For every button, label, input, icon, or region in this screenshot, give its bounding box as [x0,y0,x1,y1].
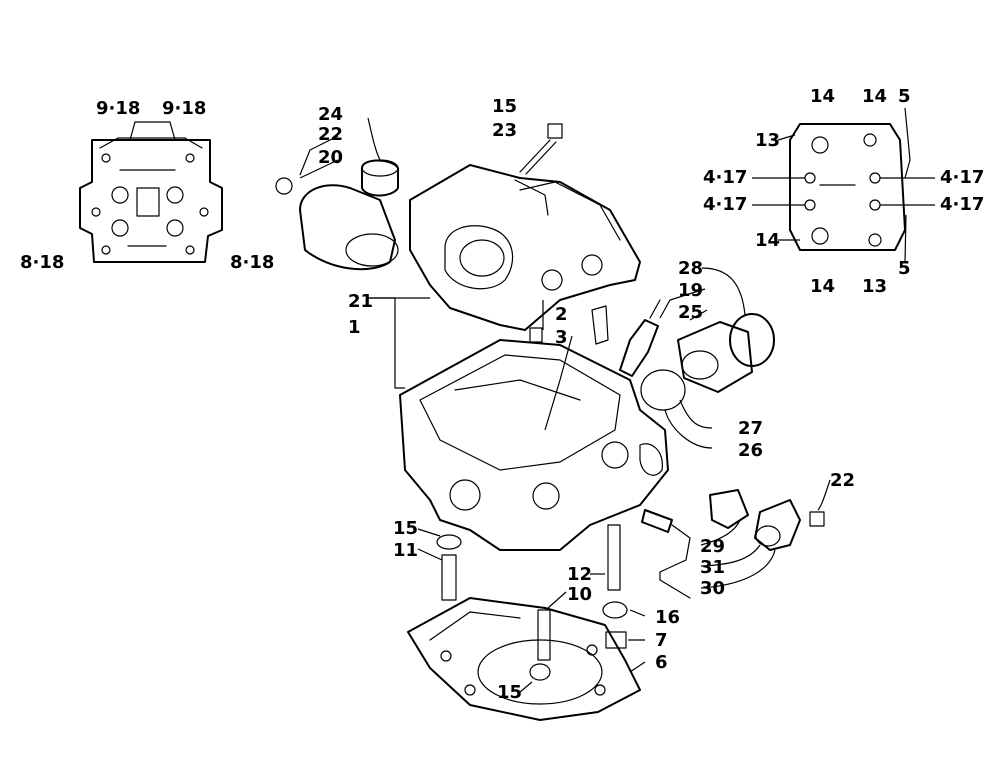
callout-labels: 9·18 9·18 8·18 8·18 24 22 20 21 1 15 23 … [20,86,984,703]
callout-28: 28 [678,258,703,279]
spark-plug [619,299,661,377]
callout-5-bottom: 5 [898,258,911,279]
callout-20: 20 [318,147,343,168]
callout-31: 31 [700,557,725,578]
cylinder-head [399,305,669,551]
callout-21: 21 [348,291,373,312]
valve-cover-side-view [789,123,906,251]
callout-4-17-lower-right: 4·17 [940,194,984,215]
callout-27: 27 [738,418,763,439]
callout-14-top-left: 14 [810,86,835,107]
callout-29: 29 [700,536,725,557]
callout-4-17-upper-right: 4·17 [940,167,984,188]
temperature-sensor [641,509,691,599]
callout-12: 12 [567,564,592,585]
callout-8-18-left: 8·18 [20,252,64,273]
callout-10: 10 [567,584,592,605]
callout-2: 2 [555,304,568,325]
callout-22-top: 22 [318,124,343,145]
callout-4-17-lower-left: 4·17 [703,194,747,215]
breather-cap [275,159,399,271]
valve-cover [409,164,641,331]
callout-13-top: 13 [755,130,780,151]
dowel-pin [602,601,628,649]
thermostat-housing [709,489,825,551]
cylinder-head-top-view [79,121,223,263]
callout-22-right: 22 [830,470,855,491]
bolt-top [519,123,563,175]
callout-14-lower-left: 14 [755,230,780,251]
callout-23: 23 [492,120,517,141]
callout-6: 6 [655,652,668,673]
callout-15-bottom: 15 [497,682,522,703]
callout-15-top: 15 [492,96,517,117]
leader-lines [299,107,935,693]
callout-25: 25 [678,302,703,323]
callout-14-bottom: 14 [810,276,835,297]
callout-14-top-right: 14 [862,86,887,107]
callout-15-left: 15 [393,518,418,539]
callout-9-18-right: 9·18 [162,98,206,119]
callout-5-top: 5 [898,86,911,107]
callout-3: 3 [555,327,568,348]
intake-boot [640,313,775,411]
callout-19: 19 [678,280,703,301]
callout-1: 1 [348,317,361,338]
callout-7: 7 [655,630,668,651]
callout-13-bottom: 13 [862,276,887,297]
studs [436,524,621,661]
head-gasket [407,597,641,721]
callout-24: 24 [318,104,343,125]
callout-26: 26 [738,440,763,461]
callout-9-18-left: 9·18 [96,98,140,119]
callout-4-17-upper-left: 4·17 [703,167,747,188]
callout-30: 30 [700,578,725,599]
callout-16: 16 [655,607,680,628]
callout-8-18-right: 8·18 [230,252,274,273]
callout-11: 11 [393,540,418,561]
